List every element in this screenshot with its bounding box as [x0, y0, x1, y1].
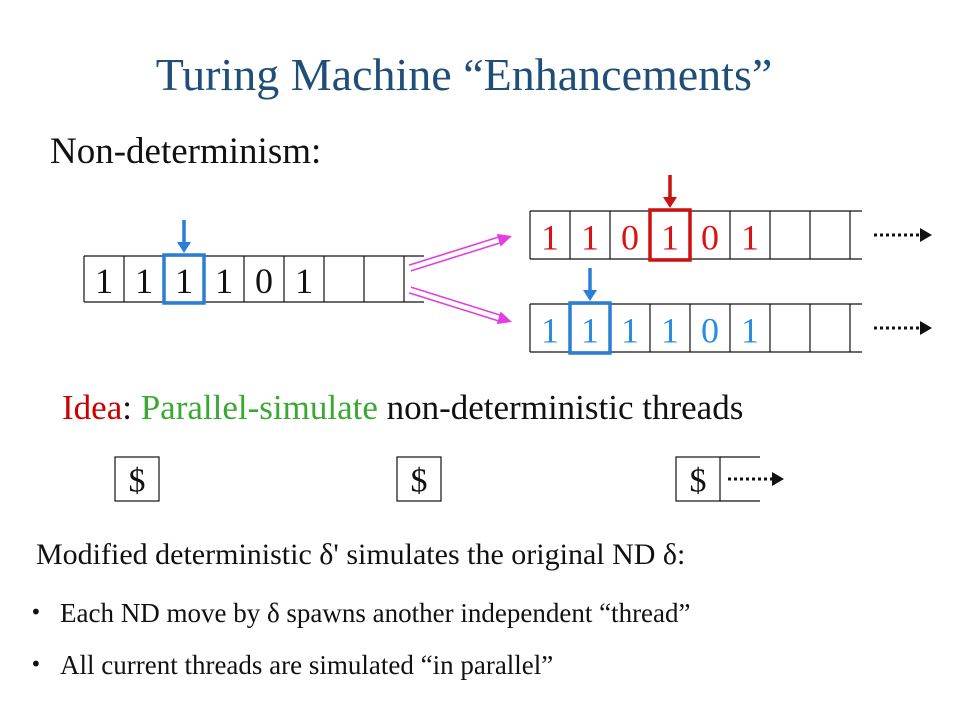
head-highlight-box [162, 253, 206, 305]
tape-symbol: 1 [581, 310, 599, 350]
bullet-item: • Each ND move by δ spawns another indepe… [30, 598, 691, 629]
modified-delta-line: Modified deterministic δ' simulates the … [36, 538, 686, 571]
tape-symbol: 1 [541, 217, 559, 257]
tape-symbol: 0 [255, 261, 273, 301]
branch-up-arrow-icon [408, 235, 502, 266]
thread-marker-symbol: $ [411, 462, 428, 499]
tape-symbol: 1 [661, 310, 679, 350]
bullet-text: All current threads are simulated “in pa… [60, 650, 554, 680]
tape-symbol: 1 [741, 310, 759, 350]
thread-start-cell [396, 456, 442, 502]
continuation-arrow-icon [920, 321, 932, 335]
slide-title: Turing Machine “Enhancements” [155, 49, 773, 100]
idea-highlight: Parallel-simulate [140, 388, 378, 427]
idea-colon: : [122, 388, 141, 427]
tape-symbol: 0 [701, 217, 719, 257]
tape-symbol: 1 [621, 310, 639, 350]
head-arrowhead-icon [177, 242, 191, 253]
idea-label: Idea [62, 388, 123, 427]
tape-symbol: 0 [621, 217, 639, 257]
bullet-item: • All current threads are simulated “in p… [30, 650, 553, 681]
head-highlight-box [568, 301, 612, 355]
idea-line: Idea: Parallel-simulate non-deterministi… [62, 388, 743, 428]
thread-start-cell [675, 456, 721, 502]
tape-symbol: 1 [215, 261, 233, 301]
tape-symbol: 1 [95, 261, 113, 301]
continuation-arrow-icon [920, 228, 932, 242]
branch-up-arrow-icon [410, 241, 504, 272]
thread-marker-symbol: $ [129, 462, 146, 499]
branch-up-arrow-icon-head [496, 233, 512, 247]
head-arrowhead-icon [583, 290, 597, 301]
continuation-arrow-icon [772, 472, 784, 486]
tape-symbol: 0 [701, 310, 719, 350]
tape-symbol: 1 [175, 261, 193, 301]
bullet-dot-icon: • [30, 652, 42, 676]
branch-arrows [408, 233, 512, 325]
thread-marker-symbol: $ [690, 462, 707, 499]
bullet-text: Each ND move by δ spawns another indepen… [60, 598, 691, 628]
bullet-dot-icon: • [30, 600, 42, 624]
branch-down-arrow-icon [408, 292, 502, 323]
branch-down-arrow-icon-head [496, 311, 512, 325]
branch-down-arrow-icon [410, 286, 504, 317]
thread-start-cell [114, 456, 160, 502]
head-arrowhead-icon [663, 197, 677, 208]
tape-symbol: 1 [741, 217, 759, 257]
tape-symbol: 1 [295, 261, 313, 301]
threads-tape: $ $ $ [114, 456, 784, 502]
tape-symbol: 1 [135, 261, 153, 301]
tape-symbol: 1 [661, 217, 679, 257]
section-heading: Non-determinism: [50, 131, 322, 172]
idea-rest: non-deterministic threads [377, 388, 744, 427]
tape-symbol: 1 [581, 217, 599, 257]
head-highlight-box [648, 208, 692, 262]
tape-symbol: 1 [541, 310, 559, 350]
